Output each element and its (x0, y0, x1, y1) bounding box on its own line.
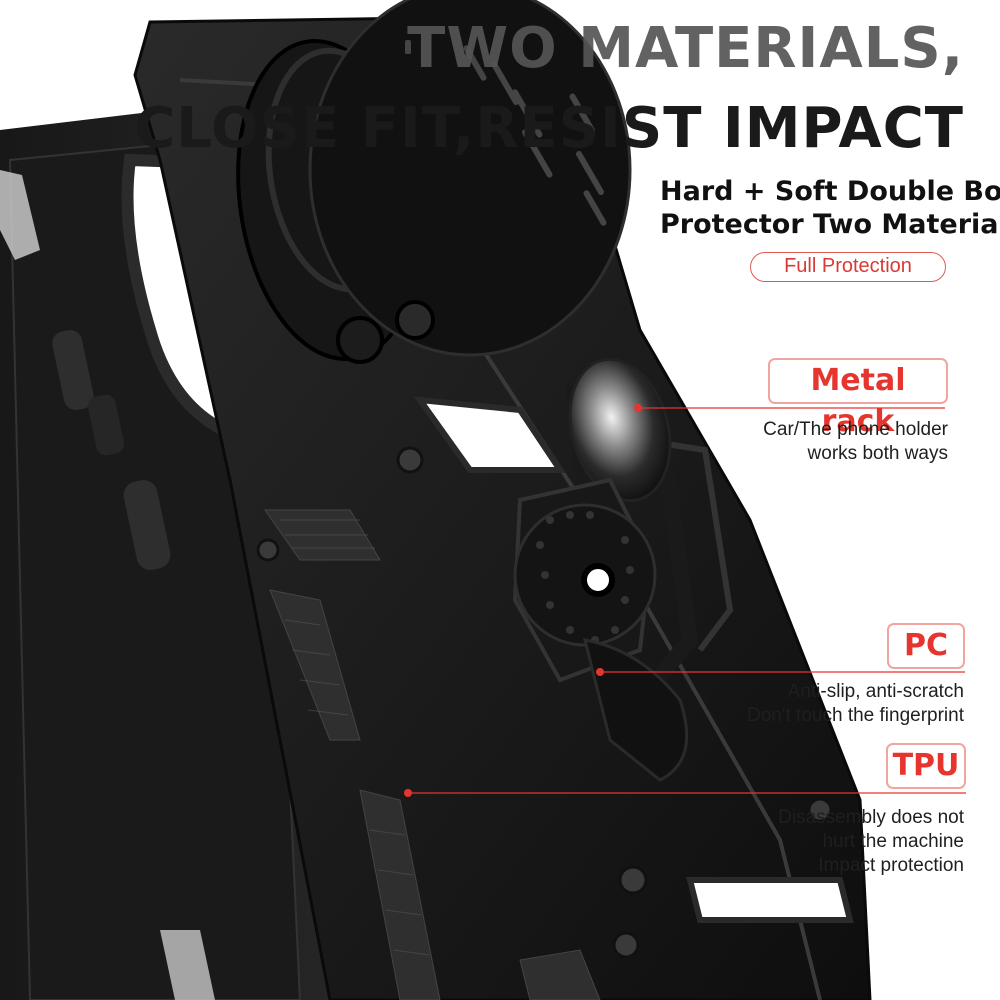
camera-slider (236, 0, 632, 364)
full-protection-badge: Full Protection (750, 252, 946, 282)
subheading-line-1: Hard + Soft Double Body (660, 176, 1000, 207)
pc-description-line: Anti-slip, anti-scratch (787, 681, 964, 702)
pc-description-line: Don't touch the fingerprint (747, 705, 964, 726)
headline-line-1: TWO MATERIALS, (407, 16, 964, 81)
metal-rack-label: Metal rack (768, 358, 948, 439)
ring-holder (512, 357, 734, 782)
pc-label: PC (887, 623, 965, 669)
pc-description: Anti-slip, anti-scratch Don't touch the … (747, 680, 964, 728)
tpu-label: TPU (886, 743, 966, 789)
metal-rack-description-line: Car/The phone holder (763, 419, 948, 440)
tpu-description-line: hurt the machine (822, 831, 964, 852)
tpu-description-line: Disassembly does not (778, 807, 964, 828)
callout-lines (408, 407, 966, 794)
tpu-marker-dot (404, 789, 412, 797)
pc-marker-dot (596, 668, 604, 676)
headline-line-2: CLOSE FIT,RESIST IMPACT (134, 96, 964, 161)
tpu-description: Disassembly does not hurt the machine Im… (778, 806, 964, 878)
subheading-line-2: Protector Two Materials (660, 209, 1000, 240)
metal-rack-description: Car/The phone holder works both ways (763, 418, 948, 466)
tpu-description-line: Impact protection (818, 855, 964, 876)
metal-rack-description-line: works both ways (807, 443, 948, 464)
